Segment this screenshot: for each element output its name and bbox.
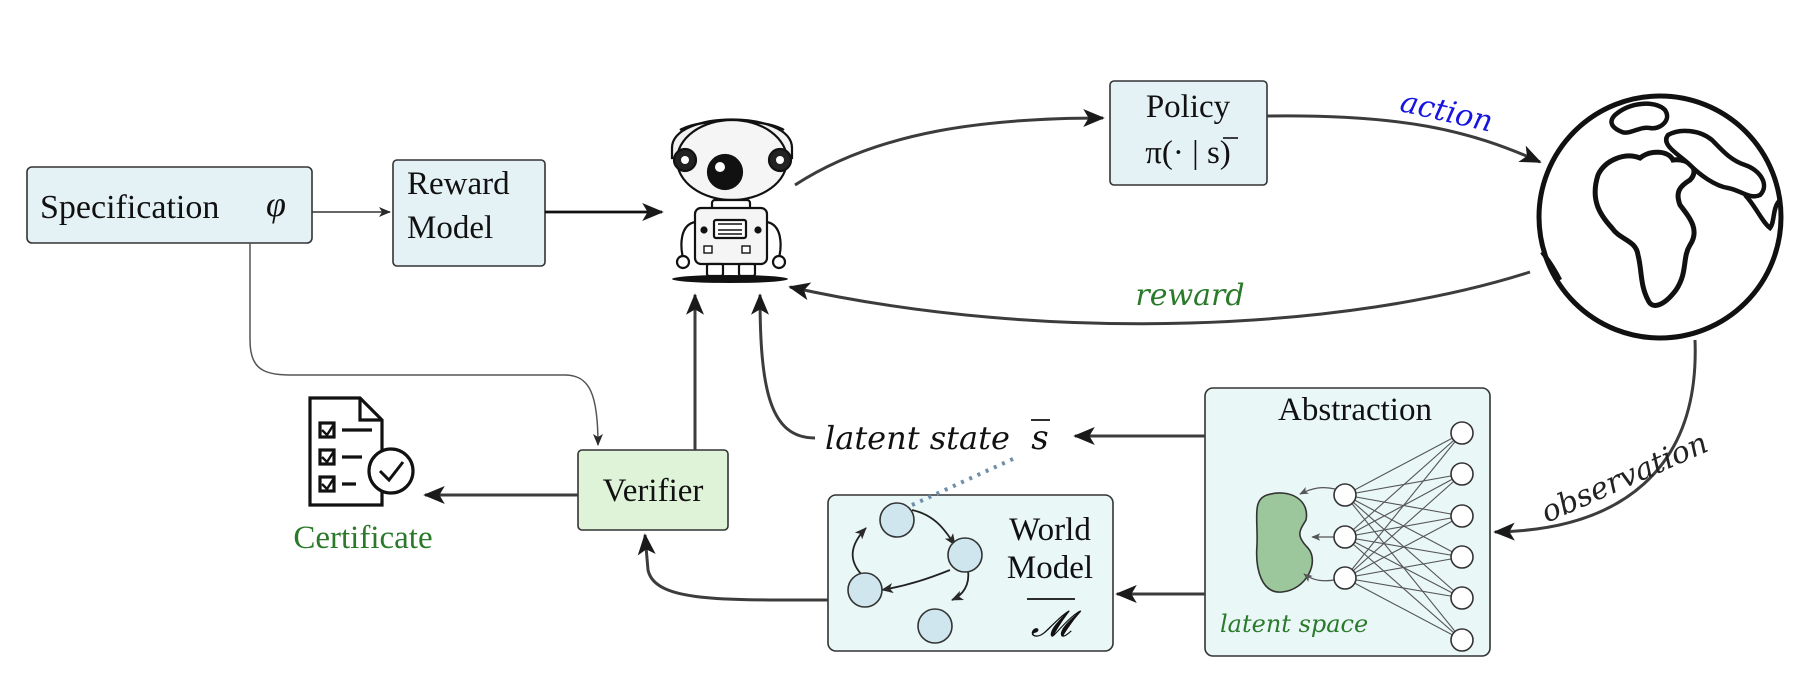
wm-edge xyxy=(951,569,970,601)
world-model-panel: World Model 𝓜 xyxy=(827,494,1114,652)
blob-arrow-top xyxy=(1299,486,1336,495)
latent-node xyxy=(1333,483,1357,507)
agent-to-policy-arrow xyxy=(794,109,1105,187)
latent-state-label: latent state xyxy=(825,419,1010,457)
policy-formula: π(· | s) xyxy=(1145,135,1231,171)
latent-state-symbol: s xyxy=(1031,418,1048,458)
latent-space-blob xyxy=(1255,492,1314,593)
verifier-label: Verifier xyxy=(603,473,704,509)
abstraction-nodes xyxy=(1333,421,1474,652)
wm-state-node xyxy=(879,502,915,538)
reward-model-line2: Model xyxy=(407,210,493,246)
observation-label: observation xyxy=(1536,426,1713,531)
observation-node xyxy=(1450,586,1474,610)
specification-box: Specification φ xyxy=(26,166,313,244)
abstraction-edges xyxy=(1344,432,1463,641)
wm-state-node xyxy=(917,608,953,644)
globe-icon xyxy=(1536,93,1784,341)
latent-node xyxy=(1333,525,1357,549)
reward-model-box: Reward Model xyxy=(392,159,546,267)
wm-edge xyxy=(911,509,956,546)
latent-node xyxy=(1333,566,1357,590)
policy-box: Policy π(· | s) xyxy=(1109,80,1268,186)
policy-line1: Policy xyxy=(1146,89,1231,125)
specification-phi: φ xyxy=(266,184,286,224)
observation-node xyxy=(1450,462,1474,486)
latent-space-label: latent space xyxy=(1220,610,1368,638)
env-to-abstraction-observation-arrow xyxy=(1493,339,1697,541)
specification-label: Specification xyxy=(40,189,219,226)
world-model-line2: Model xyxy=(1007,550,1093,586)
reward-model-line1: Reward xyxy=(407,166,510,202)
latent-state-world-model-dotted-link xyxy=(911,456,1016,507)
latent-state-to-agent-arrow xyxy=(751,293,816,440)
world-model-line1: World xyxy=(1009,512,1091,548)
env-to-agent-reward-arrow xyxy=(788,270,1531,326)
policy-to-env-arrow xyxy=(1266,114,1542,164)
robot-icon xyxy=(670,118,794,283)
observation-node xyxy=(1450,545,1474,569)
wm-edge xyxy=(851,527,867,576)
spec-to-verifier-arrow xyxy=(249,243,603,446)
wm-state-node xyxy=(847,572,883,608)
observation-node xyxy=(1450,421,1474,445)
blob-arrow-bottom xyxy=(1303,573,1335,582)
certificate-label: Certificate xyxy=(293,520,432,556)
verifier-box: Verifier xyxy=(577,449,729,531)
world-model-to-verifier-arrow xyxy=(637,533,829,602)
observation-node xyxy=(1450,628,1474,652)
wm-edge xyxy=(881,569,951,593)
observation-node xyxy=(1450,504,1474,528)
abstraction-panel: Abstraction latent space xyxy=(1204,387,1491,657)
abstraction-label: Abstraction xyxy=(1278,392,1432,428)
wm-state-node xyxy=(947,537,983,573)
reward-label: reward xyxy=(1135,278,1244,313)
certificate-document-icon xyxy=(308,396,415,507)
